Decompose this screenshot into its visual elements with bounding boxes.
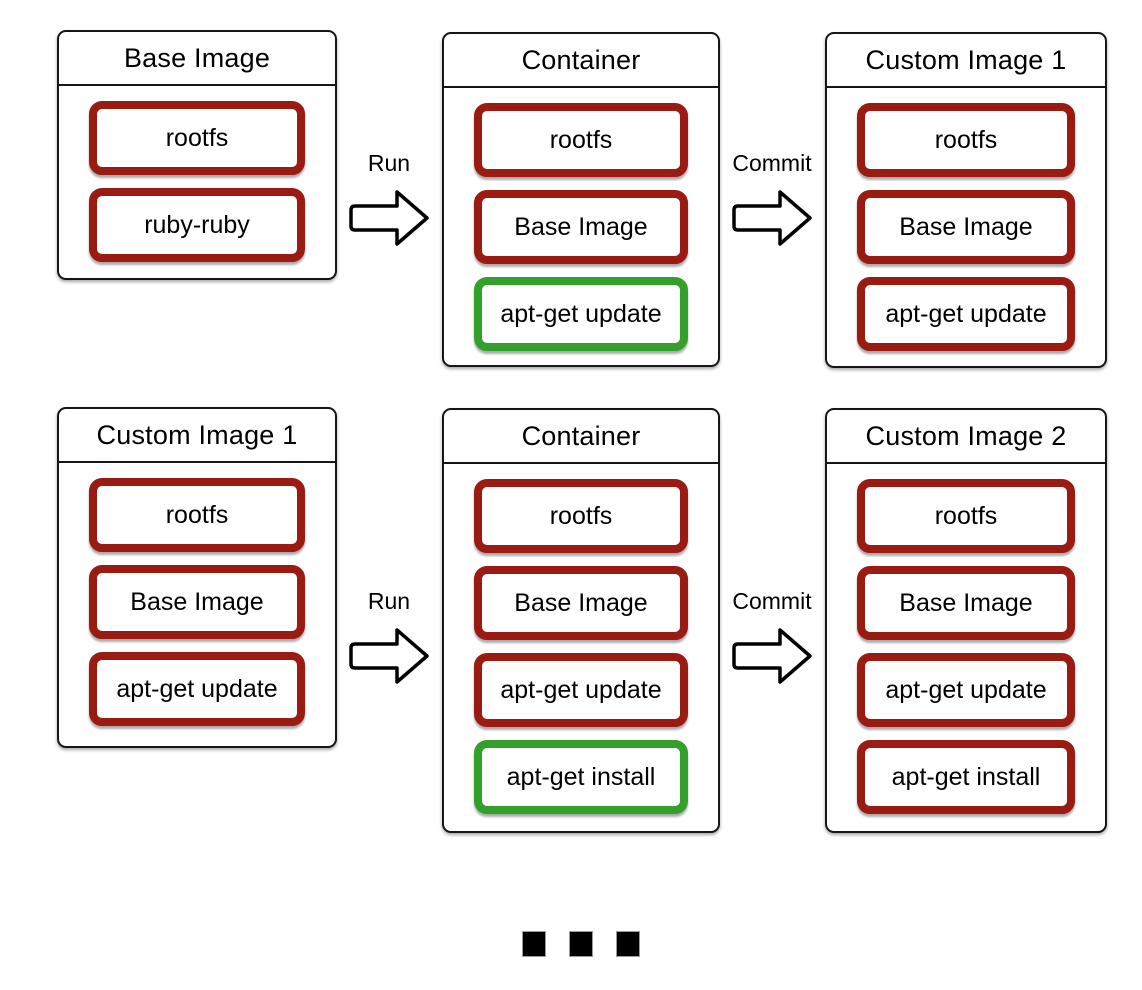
block-arrow-icon — [349, 628, 429, 684]
run-arrow-2: Run — [343, 588, 435, 687]
node-base-image: Base Image rootfs ruby-ruby — [57, 30, 337, 280]
continuation-ellipsis — [522, 931, 640, 957]
layer-apt-get-install: apt-get install — [474, 740, 688, 814]
ellipsis-square — [616, 931, 640, 957]
block-arrow-icon — [732, 190, 812, 246]
layer-rootfs: rootfs — [857, 479, 1075, 553]
node-title: Base Image — [59, 32, 335, 86]
node-container-1: Container rootfs Base Image apt-get upda… — [442, 32, 720, 367]
layer-apt-get-install: apt-get install — [857, 740, 1075, 814]
node-body: rootfs Base Image apt-get update apt-get… — [444, 464, 718, 834]
commit-arrow-2: Commit — [726, 588, 818, 687]
layer-apt-get-update: apt-get update — [474, 277, 688, 351]
layer-rootfs: rootfs — [474, 479, 688, 553]
node-body: rootfs Base Image apt-get update — [59, 463, 335, 746]
layer-rootfs: rootfs — [857, 103, 1075, 177]
node-container-2: Container rootfs Base Image apt-get upda… — [442, 408, 720, 833]
block-arrow-icon — [349, 190, 429, 246]
node-title: Container — [444, 410, 718, 464]
layer-rootfs: rootfs — [89, 101, 305, 175]
layer-rootfs: rootfs — [89, 478, 305, 552]
node-title: Container — [444, 34, 718, 88]
node-custom-image-1-source: Custom Image 1 rootfs Base Image apt-get… — [57, 407, 337, 748]
layer-apt-get-update: apt-get update — [89, 652, 305, 726]
layer-ruby-ruby: ruby-ruby — [89, 188, 305, 262]
node-custom-image-2: Custom Image 2 rootfs Base Image apt-get… — [825, 408, 1107, 833]
node-body: rootfs Base Image apt-get update — [444, 88, 718, 371]
node-title: Custom Image 2 — [827, 410, 1105, 464]
ellipsis-square — [569, 931, 593, 957]
commit-label: Commit — [732, 588, 812, 614]
node-body: rootfs Base Image apt-get update apt-get… — [827, 464, 1105, 834]
layer-base-image: Base Image — [857, 190, 1075, 264]
layer-apt-get-update: apt-get update — [474, 653, 688, 727]
layer-base-image: Base Image — [857, 566, 1075, 640]
layer-apt-get-update: apt-get update — [857, 653, 1075, 727]
block-arrow-icon — [732, 628, 812, 684]
node-body: rootfs ruby-ruby — [59, 86, 335, 282]
node-custom-image-1-result: Custom Image 1 rootfs Base Image apt-get… — [825, 32, 1107, 368]
commit-arrow-1: Commit — [726, 150, 818, 249]
run-arrow-1: Run — [343, 150, 435, 249]
layer-base-image: Base Image — [89, 565, 305, 639]
layer-rootfs: rootfs — [474, 103, 688, 177]
node-body: rootfs Base Image apt-get update — [827, 88, 1105, 371]
run-label: Run — [367, 588, 411, 614]
layer-apt-get-update: apt-get update — [857, 277, 1075, 351]
node-title: Custom Image 1 — [827, 34, 1105, 88]
layer-base-image: Base Image — [474, 190, 688, 264]
layer-base-image: Base Image — [474, 566, 688, 640]
run-label: Run — [367, 150, 411, 176]
node-title: Custom Image 1 — [59, 409, 335, 463]
ellipsis-square — [522, 931, 546, 957]
commit-label: Commit — [732, 150, 812, 176]
